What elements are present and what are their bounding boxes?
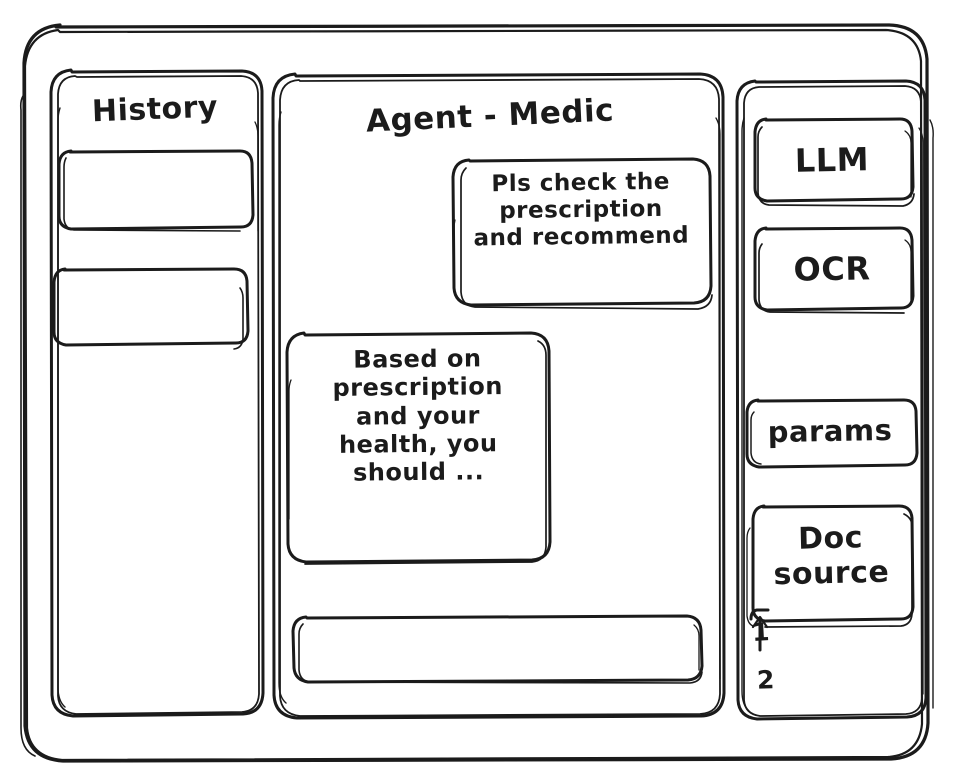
doc-source-list-item[interactable]: 2 [756, 665, 776, 695]
history-item[interactable] [55, 268, 241, 342]
message-input[interactable] [293, 617, 701, 683]
user-message-text: Pls check the prescription and recommend [473, 168, 690, 252]
agent-message-text: Based on prescription and your health, y… [332, 344, 504, 487]
params-button-label: params [767, 412, 893, 450]
doc-source-list-item[interactable]: 1 [751, 617, 771, 648]
doc-source-button-label: Doc source [773, 520, 890, 593]
history-item[interactable] [59, 151, 251, 228]
ocr-button-label: OCR [793, 249, 871, 289]
llm-button-label: LLM [794, 140, 870, 180]
